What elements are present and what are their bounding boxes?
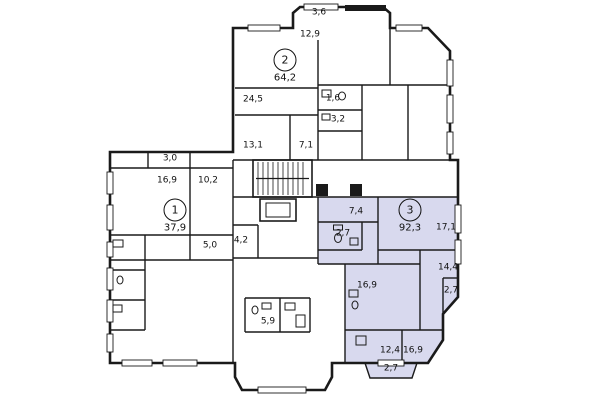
vent-shaft bbox=[350, 184, 362, 196]
apartment-total-area: 64,2 bbox=[273, 72, 297, 84]
room-area-label: 7,4 bbox=[348, 206, 364, 217]
room-area-label: 3,2 bbox=[330, 114, 346, 125]
room-area-label: 13,1 bbox=[242, 140, 264, 151]
apartment-number: 1 bbox=[163, 198, 187, 222]
apartment-total-area: 92,3 bbox=[398, 222, 422, 234]
room-area-label: 2,7 bbox=[335, 228, 351, 239]
stairwell bbox=[252, 159, 313, 198]
room-area-label: 10,2 bbox=[197, 175, 219, 186]
room-area-label: 14,4 bbox=[437, 262, 459, 273]
room-area-label: 16,9 bbox=[156, 175, 178, 186]
room-area-label: 7,1 bbox=[298, 140, 314, 151]
room-area-label: 12,4 bbox=[379, 345, 401, 356]
apartment-2-badge: 2 64,2 bbox=[273, 48, 297, 84]
room-area-label: 17,1 bbox=[435, 222, 457, 233]
room-area-label: 24,5 bbox=[242, 94, 264, 105]
room-area-label: 3,6 bbox=[311, 7, 327, 18]
room-area-label: 4,2 bbox=[233, 235, 249, 246]
room-area-label: 1,6 bbox=[325, 93, 341, 104]
room-area-label: 5,9 bbox=[260, 316, 276, 327]
room-area-label: 5,0 bbox=[202, 240, 218, 251]
room-area-label: 16,9 bbox=[356, 280, 378, 291]
elevator bbox=[259, 198, 297, 222]
interior-walls bbox=[110, 28, 458, 363]
apartment-number: 3 bbox=[398, 198, 422, 222]
room-area-label: 3,0 bbox=[162, 153, 178, 164]
vent-shaft bbox=[316, 184, 328, 196]
thick-wall-top-bay bbox=[345, 5, 386, 11]
apartment-3-badge: 3 92,3 bbox=[398, 198, 422, 234]
apartment-number: 2 bbox=[273, 48, 297, 72]
windows bbox=[106, 3, 462, 394]
apartment-total-area: 37,9 bbox=[163, 222, 187, 234]
room-area-label: 12,9 bbox=[299, 29, 321, 40]
apartment-1-badge: 1 37,9 bbox=[163, 198, 187, 234]
fixtures bbox=[112, 89, 367, 346]
room-area-label: 2,7 bbox=[383, 363, 399, 374]
room-area-label: 2,7 bbox=[443, 285, 459, 296]
room-area-label: 16,9 bbox=[402, 345, 424, 356]
